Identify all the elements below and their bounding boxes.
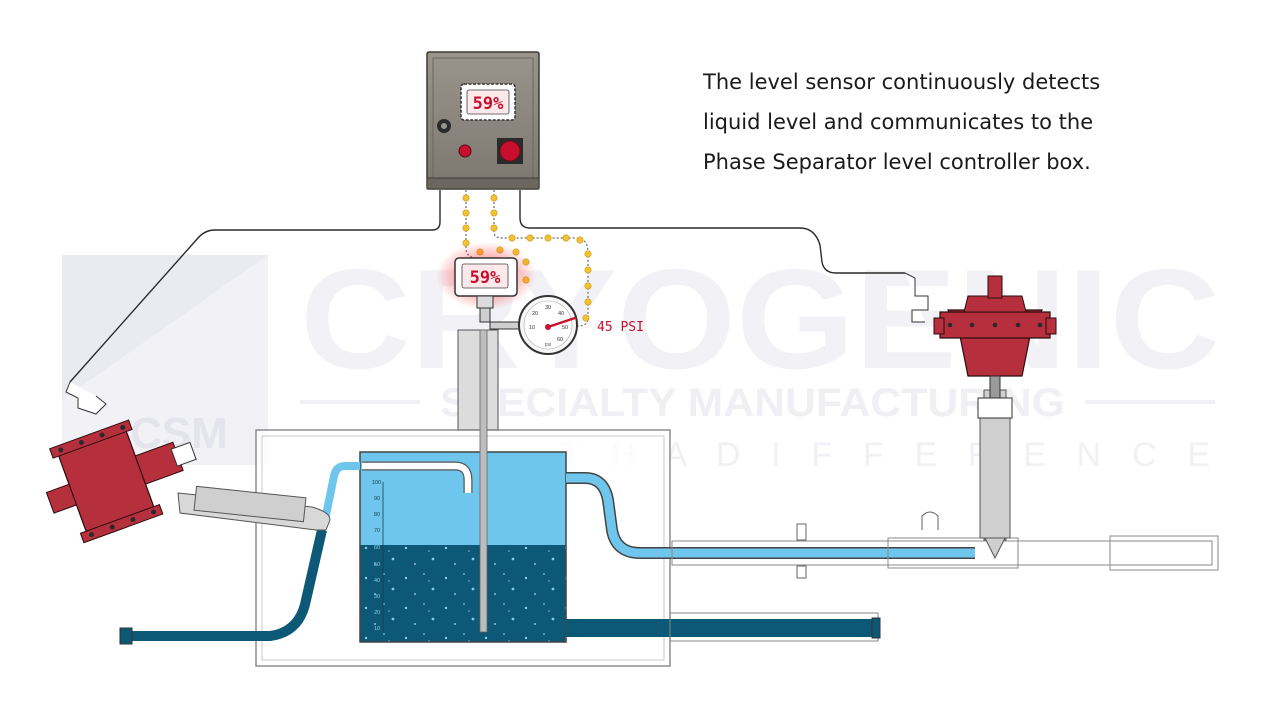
svg-text:10: 10: [529, 325, 535, 331]
sensor-probe: [479, 329, 488, 633]
pressure-gauge: 10 20 30 40 50 60 psi 45 PSI: [518, 295, 644, 355]
indicator-light-icon: [458, 144, 472, 158]
svg-text:70: 70: [374, 528, 380, 534]
sensor-display-value: 59%: [470, 268, 501, 288]
inlet-piping: [119, 462, 360, 645]
caption-line-2: liquid level and communicates to the: [703, 110, 1094, 134]
gauge-reading-label: 45 PSI: [597, 320, 644, 335]
gauge-dial-numbers: 10 20 30 40 50 60: [529, 305, 568, 343]
signal-wires: [69, 190, 905, 383]
watermark-sub-text: SPECIALTY MANUFACTURING: [440, 381, 1065, 425]
controller-display: 59%: [460, 83, 516, 121]
svg-text:20: 20: [374, 610, 380, 616]
svg-text:10: 10: [374, 626, 380, 632]
svg-text:90: 90: [374, 496, 380, 502]
caption-line-1: The level sensor continuously detects: [703, 70, 1101, 94]
svg-text:60: 60: [374, 545, 380, 551]
svg-text:30: 30: [545, 305, 551, 311]
csm-logo: CSM: [62, 255, 268, 465]
svg-text:100: 100: [372, 480, 381, 486]
controller-display-value: 59%: [473, 94, 504, 114]
svg-text:60: 60: [557, 337, 563, 343]
level-controller-box: 59%: [426, 51, 540, 190]
wire-to-left-valve: [69, 190, 441, 383]
emergency-stop-button[interactable]: [497, 138, 523, 164]
svg-text:50: 50: [562, 325, 568, 331]
svg-text:20: 20: [532, 311, 538, 317]
svg-text:30: 30: [374, 594, 380, 600]
explanation-caption: The level sensor continuously detects li…: [703, 62, 1183, 182]
svg-text:50: 50: [374, 562, 380, 568]
controller-port-icon: [437, 119, 451, 133]
svg-text:80: 80: [374, 512, 380, 518]
caption-line-3: Phase Separator level controller box.: [703, 150, 1091, 174]
wire-to-right-valve: [519, 190, 905, 274]
right-control-valve: [904, 272, 1057, 560]
gauge-needle: [546, 316, 577, 329]
watermark-main-text: CRYOGENIC: [300, 240, 1220, 399]
vessel: 100 90 80 70 60 50 40 30 20 10: [255, 329, 671, 667]
svg-text:40: 40: [374, 578, 380, 584]
level-sensor: 59%: [436, 242, 536, 330]
tank-scale: 100 90 80 70 60 50 40 30 20 10: [372, 480, 384, 632]
gauge-unit-label: psi: [545, 342, 551, 348]
left-control-valve: [45, 381, 331, 544]
svg-text:40: 40: [558, 311, 564, 317]
outlet-piping: [566, 472, 1219, 642]
